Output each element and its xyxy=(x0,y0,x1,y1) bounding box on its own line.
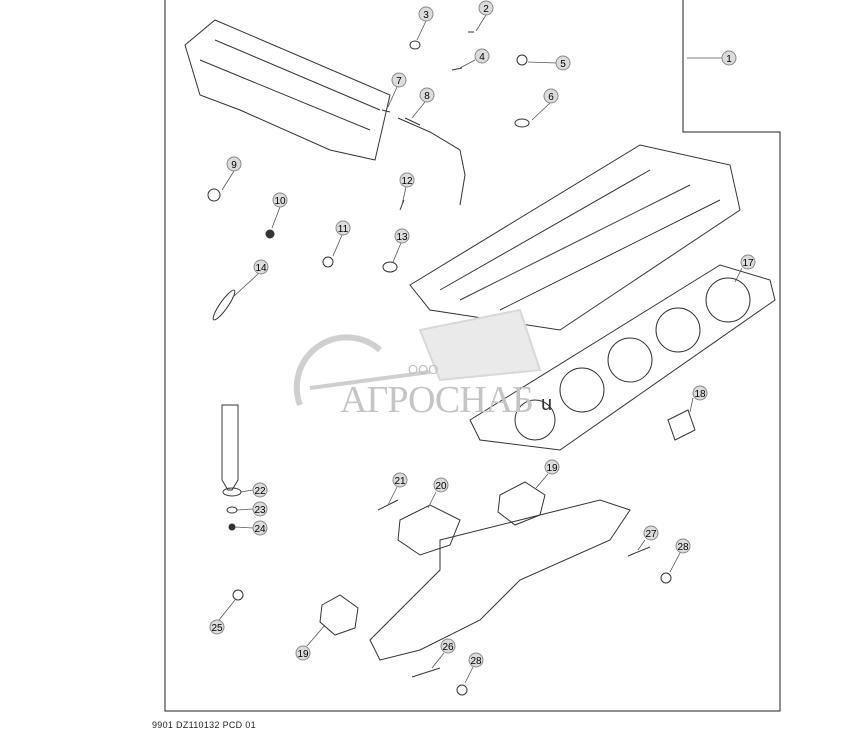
svg-text:21: 21 xyxy=(394,476,406,487)
callout-3: 3 xyxy=(418,6,434,22)
watermark-text: АГРОСНАБ xyxy=(340,379,534,421)
callout-21: 21 xyxy=(392,472,408,488)
callout-14: 14 xyxy=(253,259,269,275)
callout-17: 17 xyxy=(740,254,756,270)
svg-text:28: 28 xyxy=(677,542,689,553)
svg-text:22: 22 xyxy=(254,486,266,497)
svg-text:19: 19 xyxy=(546,463,558,474)
svg-text:3: 3 xyxy=(423,10,429,21)
callout-1: 1 xyxy=(721,50,737,66)
svg-text:28: 28 xyxy=(470,656,482,667)
watermark-prefix: ООО xyxy=(408,362,439,377)
svg-text:7: 7 xyxy=(396,76,402,87)
svg-text:26: 26 xyxy=(442,642,454,653)
injector xyxy=(221,404,239,491)
svg-text:25: 25 xyxy=(211,623,223,634)
leader-lines xyxy=(218,14,743,684)
callout-19a: 19 xyxy=(544,459,560,475)
head-gasket xyxy=(469,264,776,451)
svg-text:9: 9 xyxy=(231,160,237,171)
callout-11: 11 xyxy=(335,220,351,236)
callout-19b: 19 xyxy=(295,645,311,661)
svg-text:5: 5 xyxy=(560,59,566,70)
svg-text:2: 2 xyxy=(483,4,489,15)
callout-24: 24 xyxy=(252,520,268,536)
valve-cover-rail xyxy=(184,19,391,161)
exhaust-manifold xyxy=(369,499,631,661)
callout-20: 20 xyxy=(433,477,449,493)
turbo-gasket xyxy=(397,504,461,556)
svg-text:19: 19 xyxy=(297,649,309,660)
callout-5: 5 xyxy=(555,55,571,71)
callout-4: 4 xyxy=(474,48,490,64)
figure-caption: 9901 DZ110132 PCD 01 xyxy=(152,720,256,730)
callout-26: 26 xyxy=(440,638,456,654)
cylinder-head xyxy=(409,144,741,331)
watermark-suffix: u xyxy=(541,393,553,415)
callout-12: 12 xyxy=(399,172,415,188)
callout-13: 13 xyxy=(394,228,410,244)
callout-25: 25 xyxy=(209,619,225,635)
gasket-19a xyxy=(497,481,546,526)
svg-text:18: 18 xyxy=(694,389,706,400)
callout-28b: 28 xyxy=(468,652,484,668)
callout-2: 2 xyxy=(478,0,494,16)
callouts: 1 2 3 4 5 6 7 8 9 10 11 12 13 14 17 18 1… xyxy=(209,0,756,668)
svg-text:14: 14 xyxy=(255,263,267,274)
callout-8: 8 xyxy=(419,87,435,103)
callout-6: 6 xyxy=(543,88,559,104)
svg-text:1: 1 xyxy=(726,54,732,65)
svg-text:20: 20 xyxy=(435,481,447,492)
gasket-19b xyxy=(319,594,359,636)
parts xyxy=(184,19,776,696)
svg-text:11: 11 xyxy=(338,224,349,235)
svg-text:23: 23 xyxy=(254,505,266,516)
svg-text:8: 8 xyxy=(424,91,430,102)
callout-23: 23 xyxy=(252,501,268,517)
callout-27: 27 xyxy=(643,525,659,541)
dowel xyxy=(667,409,696,441)
svg-text:10: 10 xyxy=(274,196,286,207)
callout-10: 10 xyxy=(272,192,288,208)
svg-text:17: 17 xyxy=(742,258,754,269)
svg-text:24: 24 xyxy=(254,524,266,535)
callout-9: 9 xyxy=(226,156,242,172)
callout-22: 22 xyxy=(252,482,268,498)
watermark-logo xyxy=(293,308,542,407)
svg-text:4: 4 xyxy=(479,52,485,63)
frame xyxy=(164,0,781,712)
svg-text:27: 27 xyxy=(645,529,657,540)
svg-text:6: 6 xyxy=(548,92,554,103)
callout-7: 7 xyxy=(391,72,407,88)
callout-28a: 28 xyxy=(675,538,691,554)
fuel-line xyxy=(397,117,466,206)
svg-text:12: 12 xyxy=(401,176,413,187)
callout-18: 18 xyxy=(692,385,708,401)
svg-text:13: 13 xyxy=(396,232,408,243)
